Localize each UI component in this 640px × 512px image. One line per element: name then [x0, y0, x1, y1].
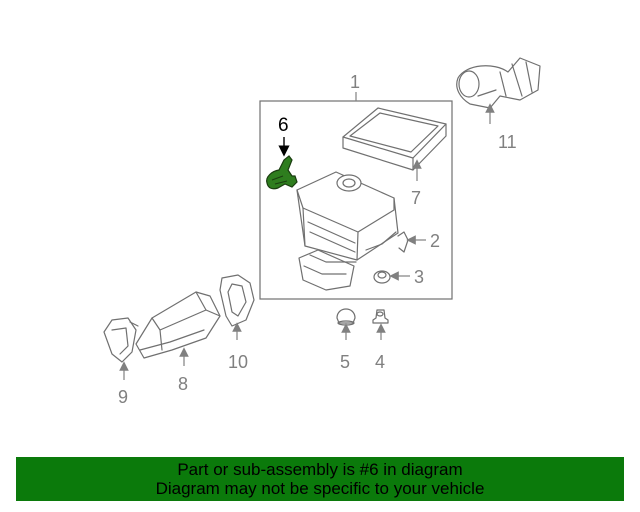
gasket-part[interactable]: [219, 274, 255, 327]
duct-inlet-part[interactable]: [103, 317, 139, 363]
callout-4: 4: [375, 352, 385, 372]
callout-2: 2: [430, 231, 440, 251]
callout-11: 11: [498, 132, 517, 152]
clip-part[interactable]: [397, 231, 409, 253]
bolt-part[interactable]: [372, 309, 389, 324]
banner-line-1: Part or sub-assembly is #6 in diagram: [177, 460, 463, 479]
callout-10: 10: [228, 352, 248, 372]
callout-1: 1: [350, 72, 360, 92]
rubber-mount-part[interactable]: [336, 308, 356, 326]
air-cleaner-housing[interactable]: [296, 171, 399, 291]
callout-6: 6: [278, 115, 289, 136]
callout-8: 8: [178, 374, 188, 394]
mass-air-flow-sensor[interactable]: [266, 155, 298, 190]
air-filter-element[interactable]: [342, 107, 447, 171]
callout-5: 5: [340, 352, 350, 372]
air-duct-part[interactable]: [135, 291, 221, 359]
callout-7: 7: [411, 188, 421, 208]
callout-9: 9: [118, 387, 128, 407]
grommet-part[interactable]: [373, 270, 391, 284]
banner-line-2: Diagram may not be specific to your vehi…: [155, 479, 485, 498]
intake-hose-part[interactable]: [456, 57, 541, 109]
info-banner: Part or sub-assembly is #6 in diagram Di…: [16, 457, 624, 501]
callout-3: 3: [414, 267, 424, 287]
